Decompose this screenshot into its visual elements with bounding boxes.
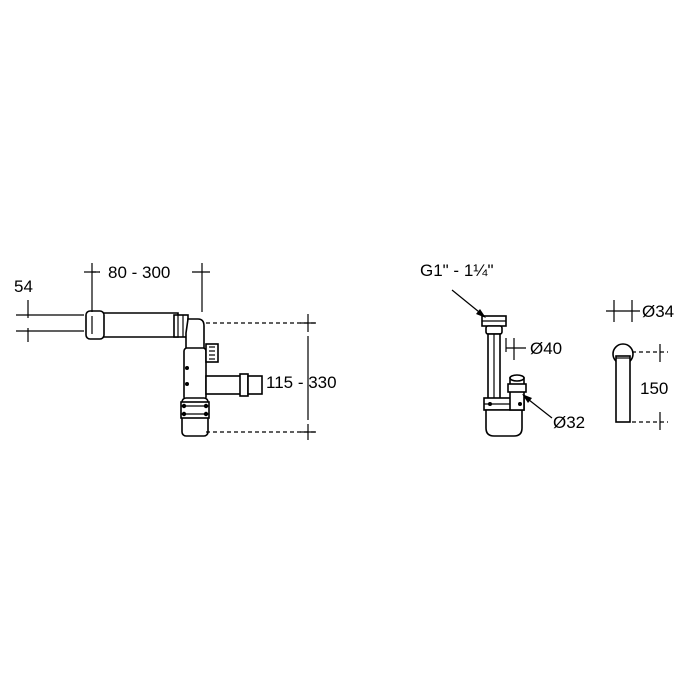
diameter-40-label: Ø40	[530, 339, 562, 358]
right-tail-pipe	[612, 343, 634, 423]
dimension-54-label: 54	[14, 277, 33, 296]
middle-dimension-lines	[451, 289, 553, 419]
outlet-nut	[507, 383, 527, 393]
thread-size-label: G1" - 1¼"	[420, 261, 494, 280]
dimension-115-330-label: 115 - 330	[266, 373, 337, 392]
dimension-80-300-label: 80 - 300	[108, 263, 170, 282]
top-ring	[485, 325, 503, 335]
bottle-body-upper	[183, 347, 207, 401]
side-outlet-pipe	[205, 375, 243, 395]
left-dimension-lines	[16, 263, 318, 440]
diameter-32-label: Ø32	[553, 413, 585, 432]
side-outlet-end	[247, 375, 263, 395]
overflow-port	[205, 343, 219, 363]
length-150-label: 150	[640, 379, 668, 398]
diameter-34-label: Ø34	[642, 302, 674, 321]
left-trap-assembly	[85, 310, 263, 437]
tail-pipe-body	[615, 355, 631, 423]
inlet-end-cap	[85, 310, 105, 340]
middle-trap-assembly	[481, 315, 527, 437]
side-outlet-nut	[239, 373, 249, 397]
bottle-base	[485, 409, 523, 437]
outlet-pipe	[509, 377, 525, 411]
horizontal-inlet-pipe	[91, 312, 179, 338]
right-dimension-lines	[606, 300, 668, 430]
outlet-opening	[509, 374, 525, 382]
